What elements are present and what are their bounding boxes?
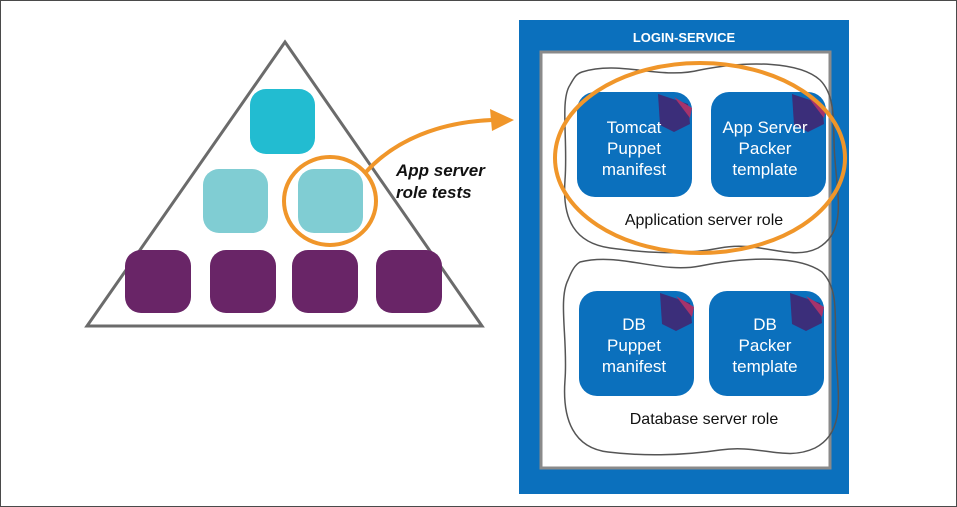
arrow-curve: [364, 118, 493, 174]
db-item-puppet-line-2: Puppet: [607, 336, 661, 355]
app-item-tomcat-card: Tomcat Puppet manifest: [577, 92, 692, 197]
db-item-packer-line-1: DB: [753, 315, 777, 334]
pyramid-mid-block-left: [203, 169, 268, 233]
app-item-tomcat-line-2: Puppet: [607, 139, 661, 158]
pyramid-base-block-3: [292, 250, 358, 313]
db-role-outline: [562, 258, 840, 456]
pyramid-outline: [84, 39, 485, 328]
pyramid-base-block-1: [125, 250, 191, 313]
pyramid-base-block-4: [376, 250, 442, 313]
app-item-packer-corner-accent: [808, 97, 826, 118]
db-role-label: Database server role: [630, 411, 779, 428]
pyramid-top-block: [250, 89, 315, 154]
app-item-packer-line-3: template: [732, 160, 797, 179]
pyramid-base-block-2: [210, 250, 276, 313]
app-item-tomcat-line-3: manifest: [602, 160, 667, 179]
db-item-puppet-line-1: DB: [622, 315, 646, 334]
app-item-packer-card: App Server Packer template: [711, 92, 826, 197]
db-item-puppet-corner-accent: [676, 296, 694, 317]
callout-label-line-2: role tests: [396, 183, 472, 202]
pyramid-mid-block-right: [298, 169, 363, 233]
db-item-packer-line-3: template: [732, 357, 797, 376]
pyramid-highlight-circle: [282, 155, 378, 247]
db-item-packer-corner-accent: [806, 296, 824, 317]
db-item-puppet-card: DB Puppet manifest: [579, 291, 694, 396]
app-item-packer-line-2: Packer: [739, 139, 792, 158]
app-item-packer-line-1: App Server: [722, 118, 807, 137]
app-role-label: Application server role: [625, 212, 783, 229]
callout-label-line-1: App server: [395, 161, 486, 180]
app-role-outline: [563, 63, 840, 254]
app-item-tomcat-corner-accent: [674, 97, 692, 118]
test-pyramid: [84, 39, 485, 328]
service-title: LOGIN-SERVICE: [633, 30, 736, 45]
app-role-highlight-circle: [553, 61, 847, 255]
app-item-tomcat-line-1: Tomcat: [607, 118, 662, 137]
db-item-puppet-line-3: manifest: [602, 357, 667, 376]
db-item-packer-card: DB Packer template: [709, 291, 824, 396]
callout-arrow: [364, 109, 514, 174]
arrow-head-icon: [490, 109, 514, 131]
db-item-packer-line-2: Packer: [739, 336, 792, 355]
